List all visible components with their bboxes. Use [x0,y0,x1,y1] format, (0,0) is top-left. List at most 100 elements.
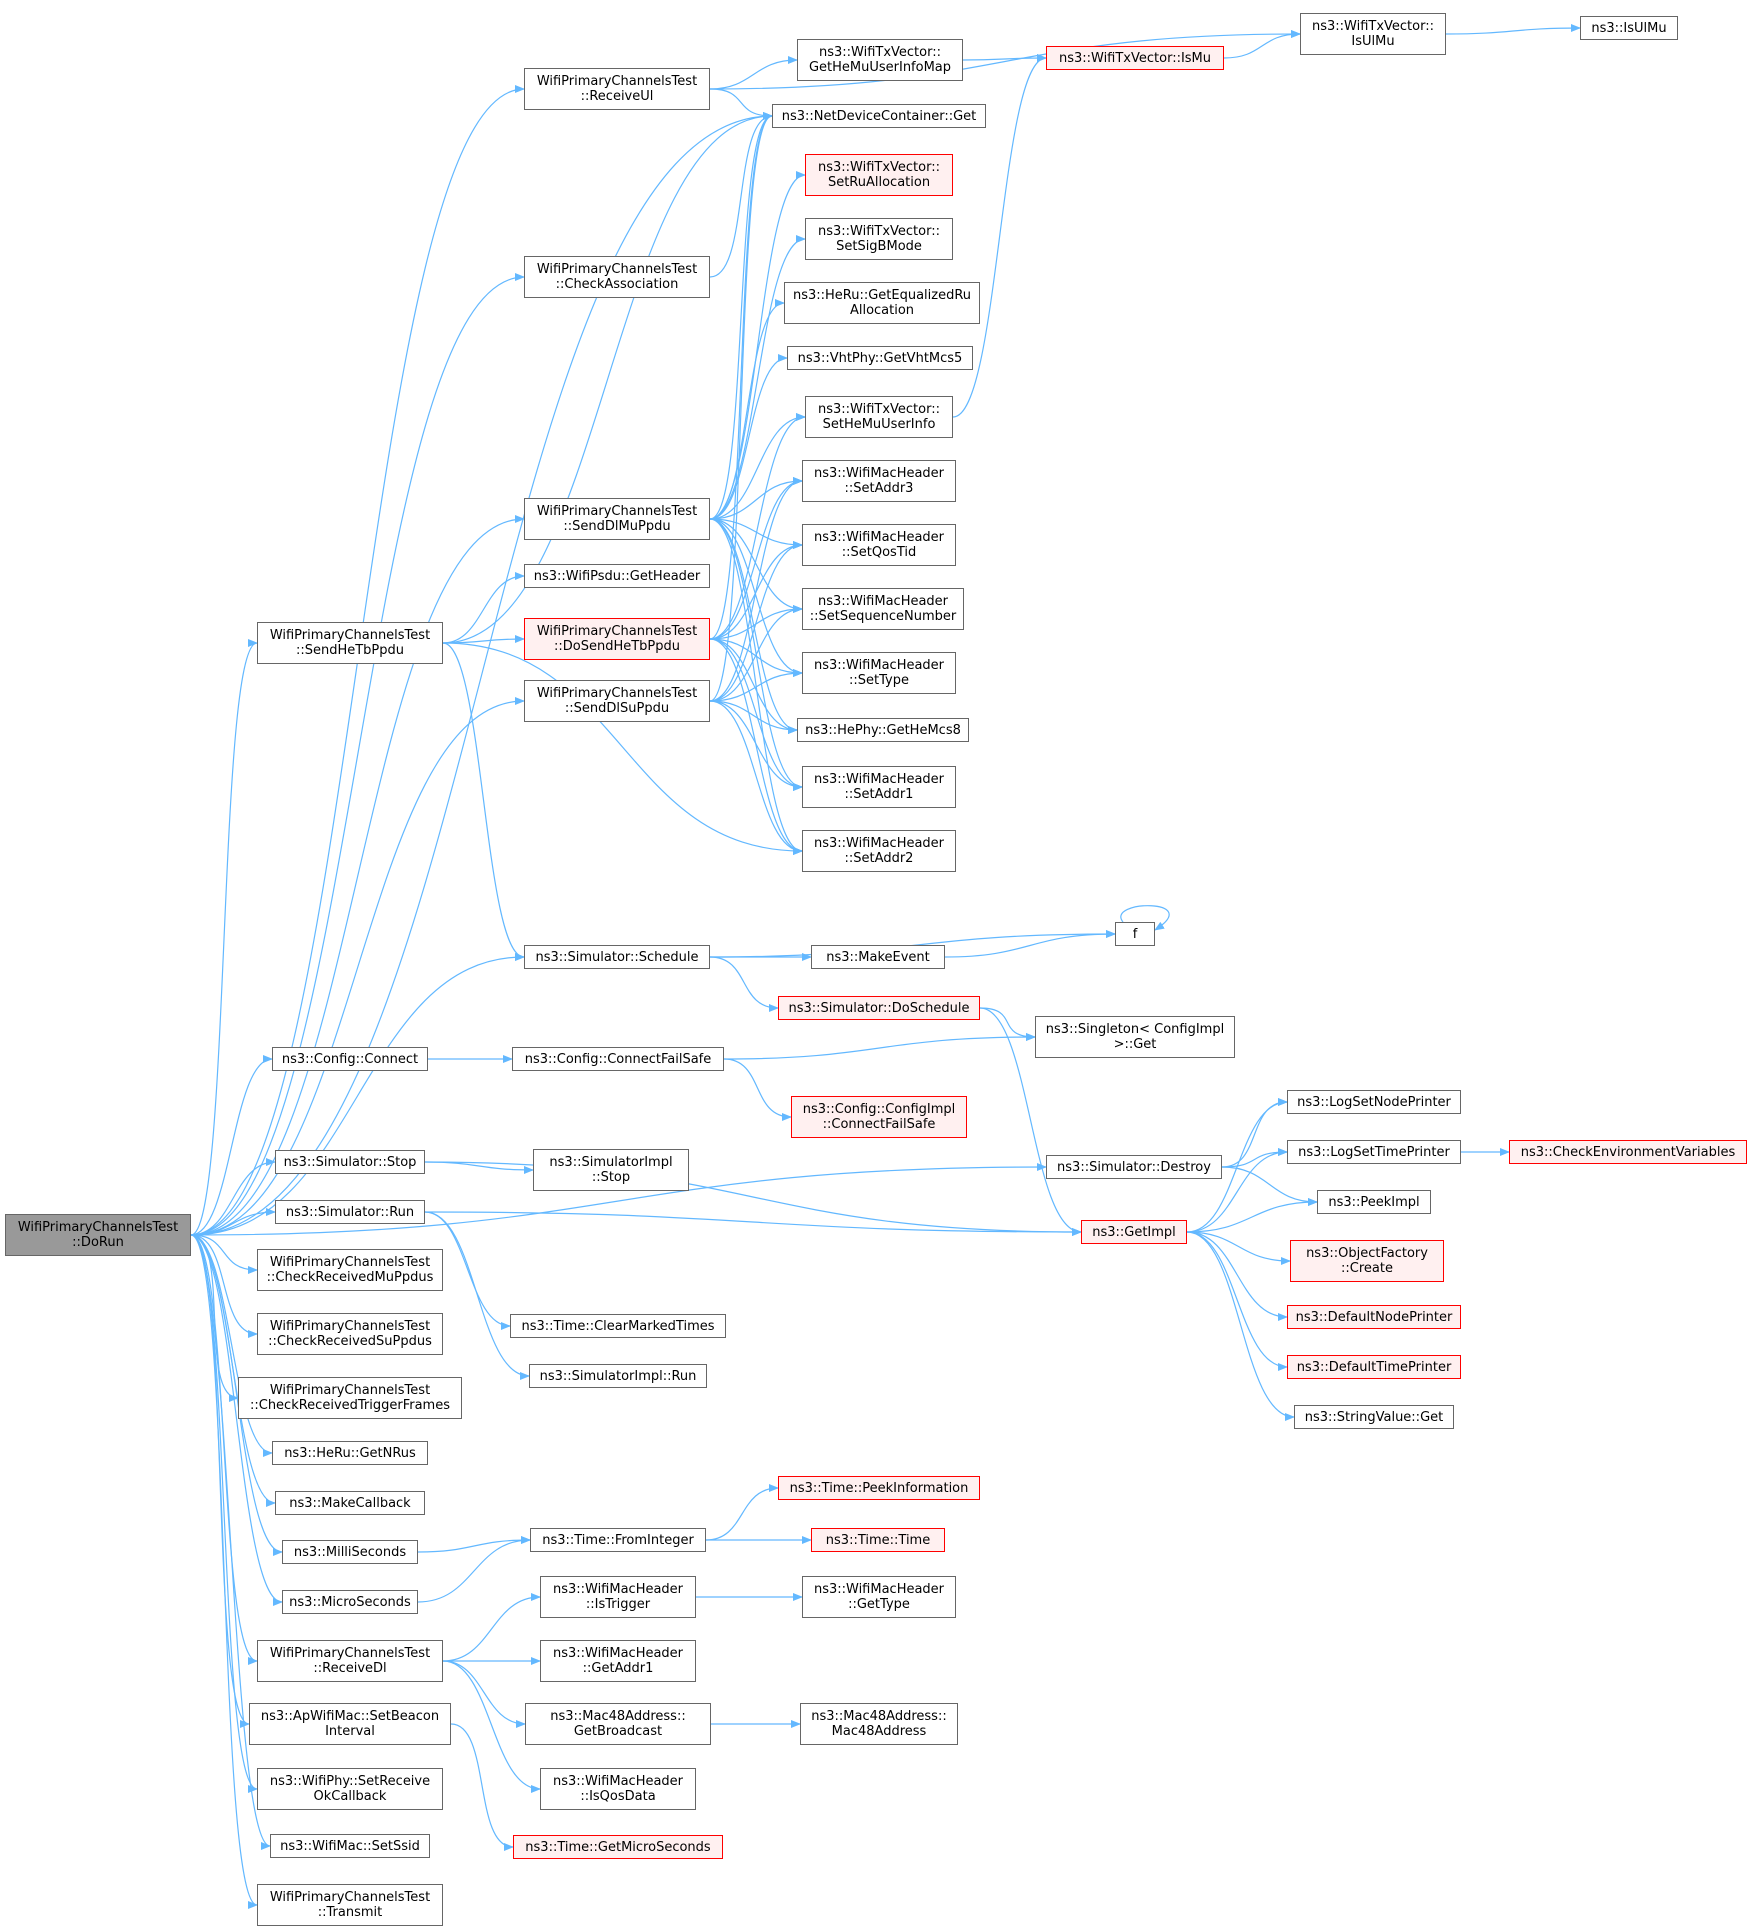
node-setseq[interactable]: ns3::WifiMacHeader::SetSequenceNumber [802,588,964,630]
node-label: WifiPrimaryChannelsTest [17,1220,179,1235]
edge-receivedl-to-getbcast [442,1660,526,1728]
edge-senddlmu-to-ndcget [709,112,773,520]
node-deftime[interactable]: ns3::DefaultTimePrinter [1287,1355,1461,1379]
node-setaddr2[interactable]: ns3::WifiMacHeader::SetAddr2 [802,830,956,872]
node-chkmupdus[interactable]: WifiPrimaryChannelsTest::CheckReceivedMu… [257,1249,443,1291]
node-strvalget[interactable]: ns3::StringValue::Get [1294,1405,1454,1429]
node-getimpl[interactable]: ns3::GetImpl [1081,1220,1187,1244]
edge-dorun-to-setssid [190,1234,271,1850]
node-defnode[interactable]: ns3::DefaultNodePrinter [1287,1305,1461,1329]
node-hemcs8[interactable]: ns3::HePhy::GetHeMcs8 [797,718,969,742]
node-label: ::ReceiveUl [580,89,654,104]
node-simstop[interactable]: ns3::Simulator::Stop [275,1150,425,1174]
node-label: ::SendHeTbPpdu [295,643,405,658]
node-ismu[interactable]: ns3::WifiTxVector::IsMu [1046,46,1224,70]
node-mac48[interactable]: ns3::Mac48Address::Mac48Address [800,1703,958,1745]
node-label: ns3::Time::GetMicroSeconds [525,1839,711,1855]
node-setru[interactable]: ns3::WifiTxVector::SetRuAllocation [805,154,953,196]
node-label: ns3::IsUlMu [1591,20,1667,36]
node-label: ns3::WifiMacHeader [817,594,949,609]
node-singleton[interactable]: ns3::Singleton< ConfigImpl>::Get [1035,1016,1235,1058]
node-ndcget[interactable]: ns3::NetDeviceContainer::Get [772,104,986,128]
node-psduhdr[interactable]: ns3::WifiPsdu::GetHeader [524,564,710,588]
node-simimplrun[interactable]: ns3::SimulatorImpl::Run [529,1364,707,1388]
node-getmuinfomap[interactable]: ns3::WifiTxVector::GetHeMuUserInfoMap [797,39,963,81]
node-gettype[interactable]: ns3::WifiMacHeader::GetType [802,1576,956,1618]
node-peekinfo[interactable]: ns3::Time::PeekInformation [778,1476,980,1500]
edge-receiveul-to-getmuinfomap [709,56,798,90]
node-receiveul[interactable]: WifiPrimaryChannelsTest::ReceiveUl [524,68,710,110]
node-label: ::SetAddr1 [844,787,914,802]
node-receivedl[interactable]: WifiPrimaryChannelsTest::ReceiveDl [257,1640,443,1682]
node-getnrus[interactable]: ns3::HeRu::GetNRus [272,1441,428,1465]
node-label: ns3::CheckEnvironmentVariables [1520,1144,1736,1160]
node-peekimpl[interactable]: ns3::PeekImpl [1317,1190,1431,1214]
node-dosendhetb[interactable]: WifiPrimaryChannelsTest::DoSendHeTbPpdu [524,618,710,660]
node-isqosdata[interactable]: ns3::WifiMacHeader::IsQosData [540,1768,696,1810]
node-chksupdus[interactable]: WifiPrimaryChannelsTest::CheckReceivedSu… [257,1313,443,1355]
node-setaddr1[interactable]: ns3::WifiMacHeader::SetAddr1 [802,766,956,808]
node-cfgimplfs[interactable]: ns3::Config::ConfigImpl::ConnectFailSafe [791,1096,967,1138]
node-senddlsu[interactable]: WifiPrimaryChannelsTest::SendDlSuPpdu [524,680,710,722]
node-label: ns3::HeRu::GetNRus [284,1445,416,1461]
node-settype[interactable]: ns3::WifiMacHeader::SetType [802,652,956,694]
node-doschedule[interactable]: ns3::Simulator::DoSchedule [778,996,980,1020]
node-checkenv[interactable]: ns3::CheckEnvironmentVariables [1509,1140,1747,1164]
node-makeevent[interactable]: ns3::MakeEvent [811,945,945,969]
node-simimplstop[interactable]: ns3::SimulatorImpl::Stop [533,1149,689,1191]
node-istrigger[interactable]: ns3::WifiMacHeader::IsTrigger [540,1576,696,1618]
node-setaddr3[interactable]: ns3::WifiMacHeader::SetAddr3 [802,460,956,502]
edge-dorun-to-simdestroy [190,1163,1047,1236]
node-getbcast[interactable]: ns3::Mac48Address::GetBroadcast [525,1703,711,1745]
node-label: ns3::ObjectFactory [1306,1246,1428,1261]
node-makecb[interactable]: ns3::MakeCallback [275,1491,425,1515]
node-clearmarked[interactable]: ns3::Time::ClearMarkedTimes [510,1314,726,1338]
edge-dorun-to-micros [190,1234,283,1606]
node-label: ::ReceiveDl [313,1661,387,1676]
node-connectfs[interactable]: ns3::Config::ConnectFailSafe [512,1047,724,1071]
node-getaddr1[interactable]: ns3::WifiMacHeader::GetAddr1 [540,1640,696,1682]
node-label: ns3::NetDeviceContainer::Get [781,108,977,124]
node-label: ns3::Mac48Address:: [811,1709,947,1724]
node-senddlmu[interactable]: WifiPrimaryChannelsTest::SendDlMuPpdu [524,498,710,540]
node-label: ns3::WifiMacHeader [813,466,945,481]
node-transmit[interactable]: WifiPrimaryChannelsTest::Transmit [257,1884,443,1926]
node-schedule[interactable]: ns3::Simulator::Schedule [524,945,710,969]
node-label: WifiPrimaryChannelsTest [269,1383,431,1398]
node-f[interactable]: f [1115,922,1155,946]
node-millis[interactable]: ns3::MilliSeconds [282,1540,418,1564]
node-lognode[interactable]: ns3::LogSetNodePrinter [1287,1090,1461,1114]
edge-dorun-to-transmit [190,1234,258,1909]
node-label: WifiPrimaryChannelsTest [536,74,698,89]
node-timetime[interactable]: ns3::Time::Time [811,1528,945,1552]
node-getmicros[interactable]: ns3::Time::GetMicroSeconds [513,1835,723,1859]
node-sendhetb[interactable]: WifiPrimaryChannelsTest::SendHeTbPpdu [257,622,443,664]
node-simrun[interactable]: ns3::Simulator::Run [275,1200,425,1224]
node-checkassoc[interactable]: WifiPrimaryChannelsTest::CheckAssociatio… [524,256,710,298]
node-label: ns3::GetImpl [1092,1224,1176,1240]
node-isulmu[interactable]: ns3::IsUlMu [1580,16,1678,40]
node-simdestroy[interactable]: ns3::Simulator::Destroy [1046,1155,1222,1179]
edge-sendhetb-to-ndcget [442,112,773,644]
node-objfactory[interactable]: ns3::ObjectFactory::Create [1290,1240,1444,1282]
node-vhtmcs5[interactable]: ns3::VhtPhy::GetVhtMcs5 [787,346,973,370]
node-logtime[interactable]: ns3::LogSetTimePrinter [1287,1140,1461,1164]
node-setsigb[interactable]: ns3::WifiTxVector::SetSigBMode [805,218,953,260]
node-label: ::GetType [848,1597,910,1612]
node-isulmu_tv[interactable]: ns3::WifiTxVector::IsUlMu [1300,13,1446,55]
edge-dosendhetb-to-setmuuser [709,413,806,640]
node-setmuuser[interactable]: ns3::WifiTxVector::SetHeMuUserInfo [805,396,953,438]
edge-dorun-to-millis [190,1234,283,1556]
node-label: ns3::HeRu::GetEqualizedRu [792,288,972,303]
node-fromint[interactable]: ns3::Time::FromInteger [530,1528,706,1552]
node-cfgconnect[interactable]: ns3::Config::Connect [272,1047,428,1071]
node-chktrig[interactable]: WifiPrimaryChannelsTest::CheckReceivedTr… [238,1377,462,1419]
edge-dorun-to-simrun [190,1208,276,1236]
node-setssid[interactable]: ns3::WifiMac::SetSsid [270,1834,430,1858]
node-setqostid[interactable]: ns3::WifiMacHeader::SetQosTid [802,524,956,566]
node-label: ns3::PeekImpl [1328,1194,1420,1210]
node-micros[interactable]: ns3::MicroSeconds [282,1590,418,1614]
